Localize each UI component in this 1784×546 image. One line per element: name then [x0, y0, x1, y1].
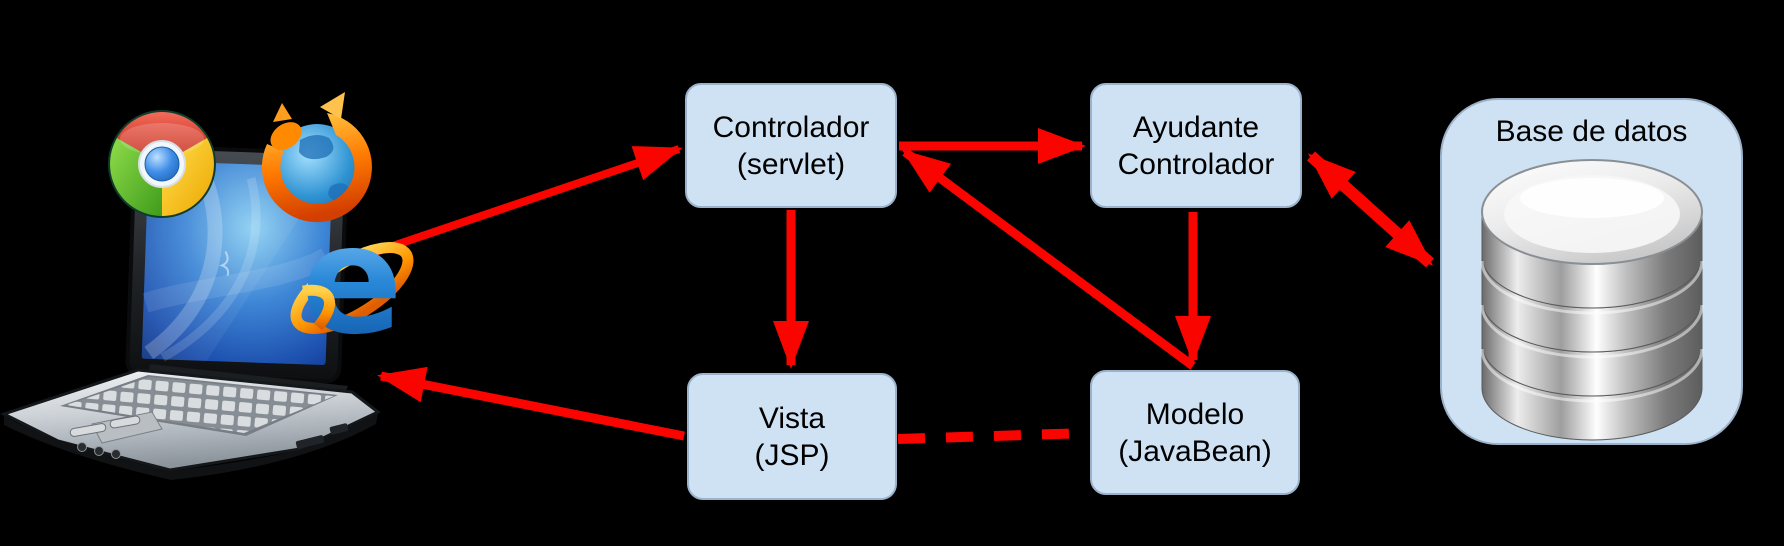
laptop-ports [77, 423, 349, 459]
box-vista-line1: Vista [758, 401, 826, 435]
box-modelo-line2: (JavaBean) [1118, 434, 1272, 468]
diagram-arrows [370, 128, 1435, 444]
arrow-vista-to-browser [377, 366, 685, 441]
svg-text:e: e [301, 194, 403, 368]
box-ayudante-controlador: Ayudante Controlador [1090, 83, 1302, 208]
chrome-icon [108, 110, 216, 218]
box-ayudante-line1: Ayudante [1132, 110, 1260, 144]
laptop-touchpad-button [69, 423, 107, 437]
box-vista: Vista (JSP) [687, 373, 897, 500]
dashed-line-vista-modelo [897, 428, 1088, 444]
firefox-icon [261, 92, 372, 223]
arrow-modelo-to-controlador [901, 148, 1196, 370]
arrow-ayudante-database-bidirectional [1306, 151, 1435, 268]
laptop-keyboard [66, 377, 334, 433]
box-base-de-datos: Base de datos [1440, 98, 1743, 445]
database-icon [1480, 159, 1704, 441]
arrow-browser-to-controlador [370, 145, 683, 257]
box-controlador-line2: (servlet) [736, 147, 846, 181]
box-modelo: Modelo (JavaBean) [1090, 370, 1300, 495]
box-database-title: Base de datos [1495, 115, 1688, 148]
box-ayudante-line2: Controlador [1117, 147, 1275, 181]
internet-explorer-icon: e [290, 194, 414, 368]
box-controlador-line1: Controlador [712, 110, 870, 144]
laptop-icon [0, 144, 381, 480]
laptop-speaker-grille [91, 411, 163, 444]
box-controlador: Controlador (servlet) [685, 83, 897, 208]
laptop-touchpad-button [109, 415, 141, 429]
box-vista-line2: (JSP) [754, 438, 830, 472]
box-modelo-line1: Modelo [1145, 397, 1245, 431]
